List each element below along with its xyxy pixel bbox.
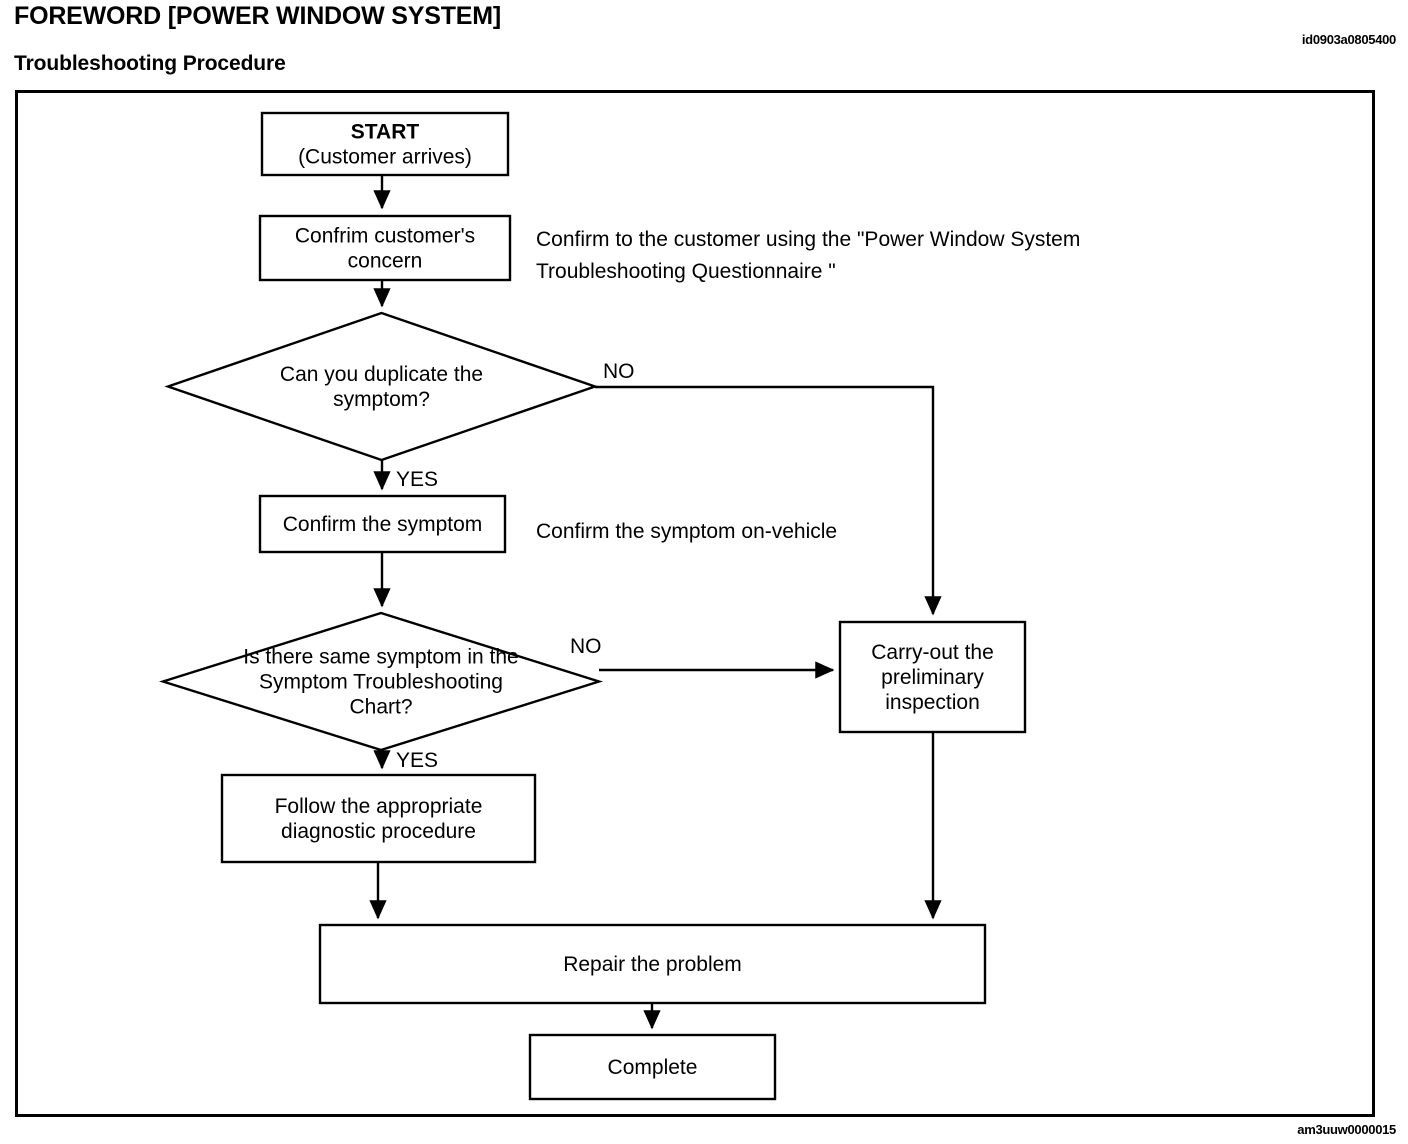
connector-duplicate-no-to-inspection	[595, 385, 942, 616]
node-label-line: Complete	[608, 1056, 698, 1079]
node-label-line: Confirm the symptom	[283, 513, 483, 536]
annotation-on-vehicle-note: Confirm the symptom on-vehicle	[536, 520, 837, 543]
node-label-line: Can you duplicate the	[280, 363, 483, 386]
node-label-line: Symptom Troubleshooting	[259, 671, 503, 694]
node-label-line: Repair the problem	[563, 953, 742, 976]
process-shape	[260, 111, 510, 177]
document-code-bottom: am3uuw0000015	[1297, 1122, 1396, 1137]
flow-node-confirm-symptom[interactable]: Confirm the symptom	[258, 494, 507, 554]
flow-node-start[interactable]: START(Customer arrives)	[260, 111, 510, 177]
decision-shape	[164, 311, 599, 462]
flowchart-connectors	[369, 175, 942, 1030]
process-shape	[838, 620, 1027, 734]
node-label-line: (Customer arrives)	[298, 146, 472, 169]
process-shape	[220, 773, 537, 864]
branch-label-chart-yes-label: YES	[396, 749, 438, 772]
branch-label-duplicate-yes-label: YES	[396, 468, 438, 491]
node-label-line: Follow the appropriate	[275, 795, 483, 818]
node-label-line: diagnostic procedure	[281, 820, 476, 843]
node-label-line: Carry-out the	[871, 641, 994, 664]
branch-label-duplicate-no-label: NO	[603, 360, 635, 383]
flow-node-complete[interactable]: Complete	[528, 1033, 777, 1101]
annotation-questionnaire-note: Confirm to the customer using the "Power…	[536, 228, 1080, 251]
node-label-line: START	[351, 121, 420, 144]
process-shape	[318, 923, 987, 1005]
node-label-line: symptom?	[333, 388, 430, 411]
node-label-line: Chart?	[349, 696, 412, 719]
process-shape	[528, 1033, 777, 1101]
process-shape	[258, 494, 507, 554]
node-label-line: preliminary	[881, 666, 984, 689]
page-title: FOREWORD [POWER WINDOW SYSTEM]	[14, 2, 502, 30]
flow-node-repair-problem[interactable]: Repair the problem	[318, 923, 987, 1005]
process-shape	[258, 214, 512, 282]
flowchart-nodes: START(Customer arrives) Confrim customer'…	[158, 111, 1027, 1101]
node-label-line: Is there same symptom in the	[243, 646, 518, 669]
branch-label-chart-no-label: NO	[570, 635, 602, 658]
flowchart-labels: NO YES NO YES Confirm to the customer using …	[396, 228, 1080, 772]
document-code-top: id0903a0805400	[1301, 32, 1396, 47]
node-label-line: Confrim customer's	[295, 225, 475, 248]
node-label-line: inspection	[885, 691, 980, 714]
annotation-questionnaire-note: Troubleshooting Questionnaire "	[536, 260, 836, 283]
node-label-line: concern	[348, 250, 423, 273]
page-subtitle: Troubleshooting Procedure	[14, 52, 286, 75]
decision-shape	[158, 611, 604, 752]
